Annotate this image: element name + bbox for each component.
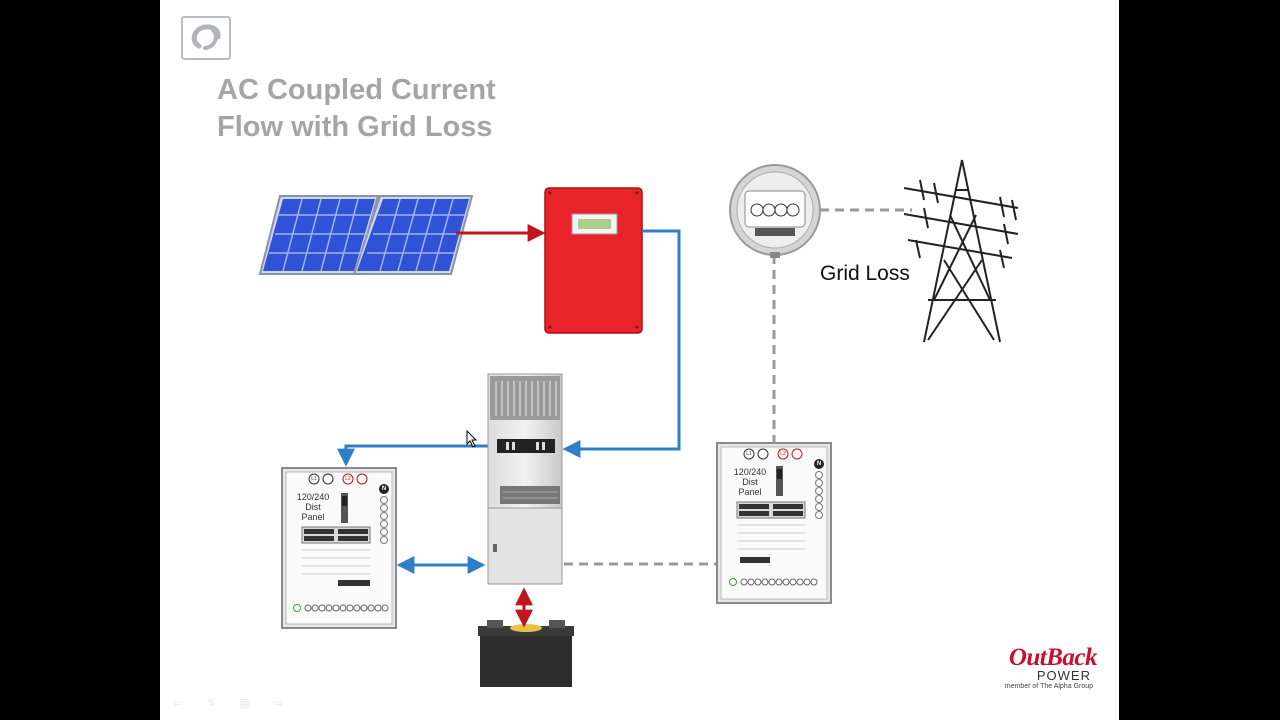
panel-left-badge-l1: L1 xyxy=(311,476,317,482)
panel-right-badge-l1: L1 xyxy=(746,451,752,457)
panel-right-label-line-3: Panel xyxy=(738,487,762,497)
brand-logo: OutBack POWER member of The Alpha Group xyxy=(967,644,1098,691)
inactive-grid-connections xyxy=(564,208,912,566)
panel-right-label-line-2: Dist xyxy=(742,477,758,487)
slide-title-line-1: AC Coupled Current xyxy=(217,74,496,106)
grid-tie-inverter xyxy=(544,187,643,334)
slide-title: AC Coupled Current Flow with Grid Loss xyxy=(217,72,496,146)
ac-flow-line-inverter-to-panel xyxy=(337,444,490,467)
panel-left-label: 120/240 Dist Panel xyxy=(294,492,332,522)
panel-right-label: 120/240 Dist Panel xyxy=(731,467,769,497)
ac-flow-line-gti-to-inverter xyxy=(562,229,681,458)
panel-left-label-line-1: 120/240 xyxy=(296,492,330,502)
panel-left-label-line-2: Dist xyxy=(305,502,321,512)
back-arrow-icon[interactable]: ⇦ xyxy=(172,696,184,710)
transmission-tower xyxy=(903,159,1019,343)
battery-inverter-stack xyxy=(487,373,563,585)
panel-right-label-line-1: 120/240 xyxy=(733,467,767,477)
forward-arrow-icon[interactable]: ⇨ xyxy=(273,696,284,710)
brand-name: OutBack xyxy=(1008,644,1098,671)
panel-left-badge-n: N xyxy=(381,486,387,492)
slide-nav-toolbar: ⇦ ✎ ▤ ⇨ xyxy=(168,694,297,712)
panel-right-badge-n: N xyxy=(816,461,822,467)
brand-subtitle: POWER xyxy=(1036,668,1091,683)
battery xyxy=(478,620,574,687)
slide-title-line-2: Flow with Grid Loss xyxy=(217,111,493,143)
mouse-pointer-icon xyxy=(466,430,478,448)
panel-left-label-line-3: Panel xyxy=(301,512,325,522)
panel-left-badge-l2: L2 xyxy=(345,476,351,482)
grid-loss-label: Grid Loss xyxy=(820,262,910,285)
menu-icon[interactable]: ▤ xyxy=(239,696,251,710)
company-logo xyxy=(181,16,231,60)
distribution-panel-left xyxy=(281,467,397,629)
solar-panel-array xyxy=(258,195,474,275)
pen-icon[interactable]: ✎ xyxy=(206,696,217,710)
brand-member-line: member of The Alpha Group xyxy=(1004,683,1093,690)
panel-right-badge-l2: L2 xyxy=(780,451,786,457)
distribution-panel-right xyxy=(716,442,832,604)
utility-meter xyxy=(729,164,821,258)
